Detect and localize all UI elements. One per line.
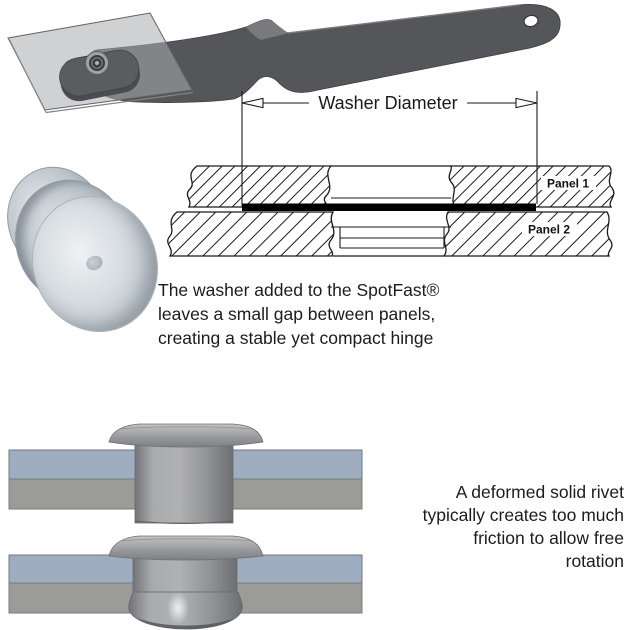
deformed-rivet-head-edge [119, 538, 253, 542]
dimension-arrow-right [515, 97, 538, 109]
lever-end-hole [523, 14, 539, 28]
panel1-label-bg [541, 176, 596, 190]
panel2-left-section [167, 211, 335, 257]
hinge-caption: The washer added to the SpotFast® leaves… [158, 278, 478, 350]
tail-shadow [138, 618, 234, 629]
tail-highlight [167, 592, 189, 624]
dimension-lines [241, 91, 538, 206]
rivet-renders [8, 423, 363, 630]
hinge-caption-line: leaves a small gap between panels, [158, 304, 436, 324]
rivet-head [108, 423, 264, 448]
hinge-caption-line: The washer added to the SpotFast® [158, 280, 440, 300]
rivet-caption-line: friction to allow free [473, 528, 624, 548]
rivet-caption: A deformed solid rivet typically creates… [378, 481, 624, 573]
dimension-arrow-left [241, 97, 264, 109]
hinge-lever-render [7, 4, 561, 114]
panel-thickness-edge [8, 39, 194, 114]
deformed-rivet-assembly [8, 535, 363, 630]
deformed-rivet-shank [132, 556, 238, 594]
lever-top-highlight [287, 4, 520, 34]
rivet-head-edge [119, 426, 253, 430]
rivet-shank [134, 442, 234, 524]
spotfast-fastener-icon [85, 51, 109, 75]
deformed-rivet-head [108, 535, 264, 561]
rivet-caption-line: rotation [565, 551, 624, 571]
rivet-caption-line: typically creates too much [422, 505, 624, 525]
spotfast-washer-photo [0, 151, 179, 352]
panel1-label: Panel 1 [547, 177, 589, 191]
hinge-caption-line: creating a stable yet compact hinge [158, 328, 434, 348]
spotfast-cross-section [331, 197, 451, 249]
panel1-left-section [186, 165, 333, 208]
rivet-caption-line: A deformed solid rivet [455, 482, 624, 502]
rivet-shank-bottom [134, 520, 234, 524]
washer-bar [242, 203, 536, 211]
dimension-label: Washer Diameter [318, 93, 457, 113]
panel2-label: Panel 2 [528, 223, 570, 237]
lever-bend-face [246, 19, 288, 40]
undeformed-rivet-assembly [8, 423, 363, 524]
cross-section-drawing: Washer Diameter Panel 1 Panel 2 [167, 91, 615, 257]
panel2-label-bg [522, 222, 577, 236]
